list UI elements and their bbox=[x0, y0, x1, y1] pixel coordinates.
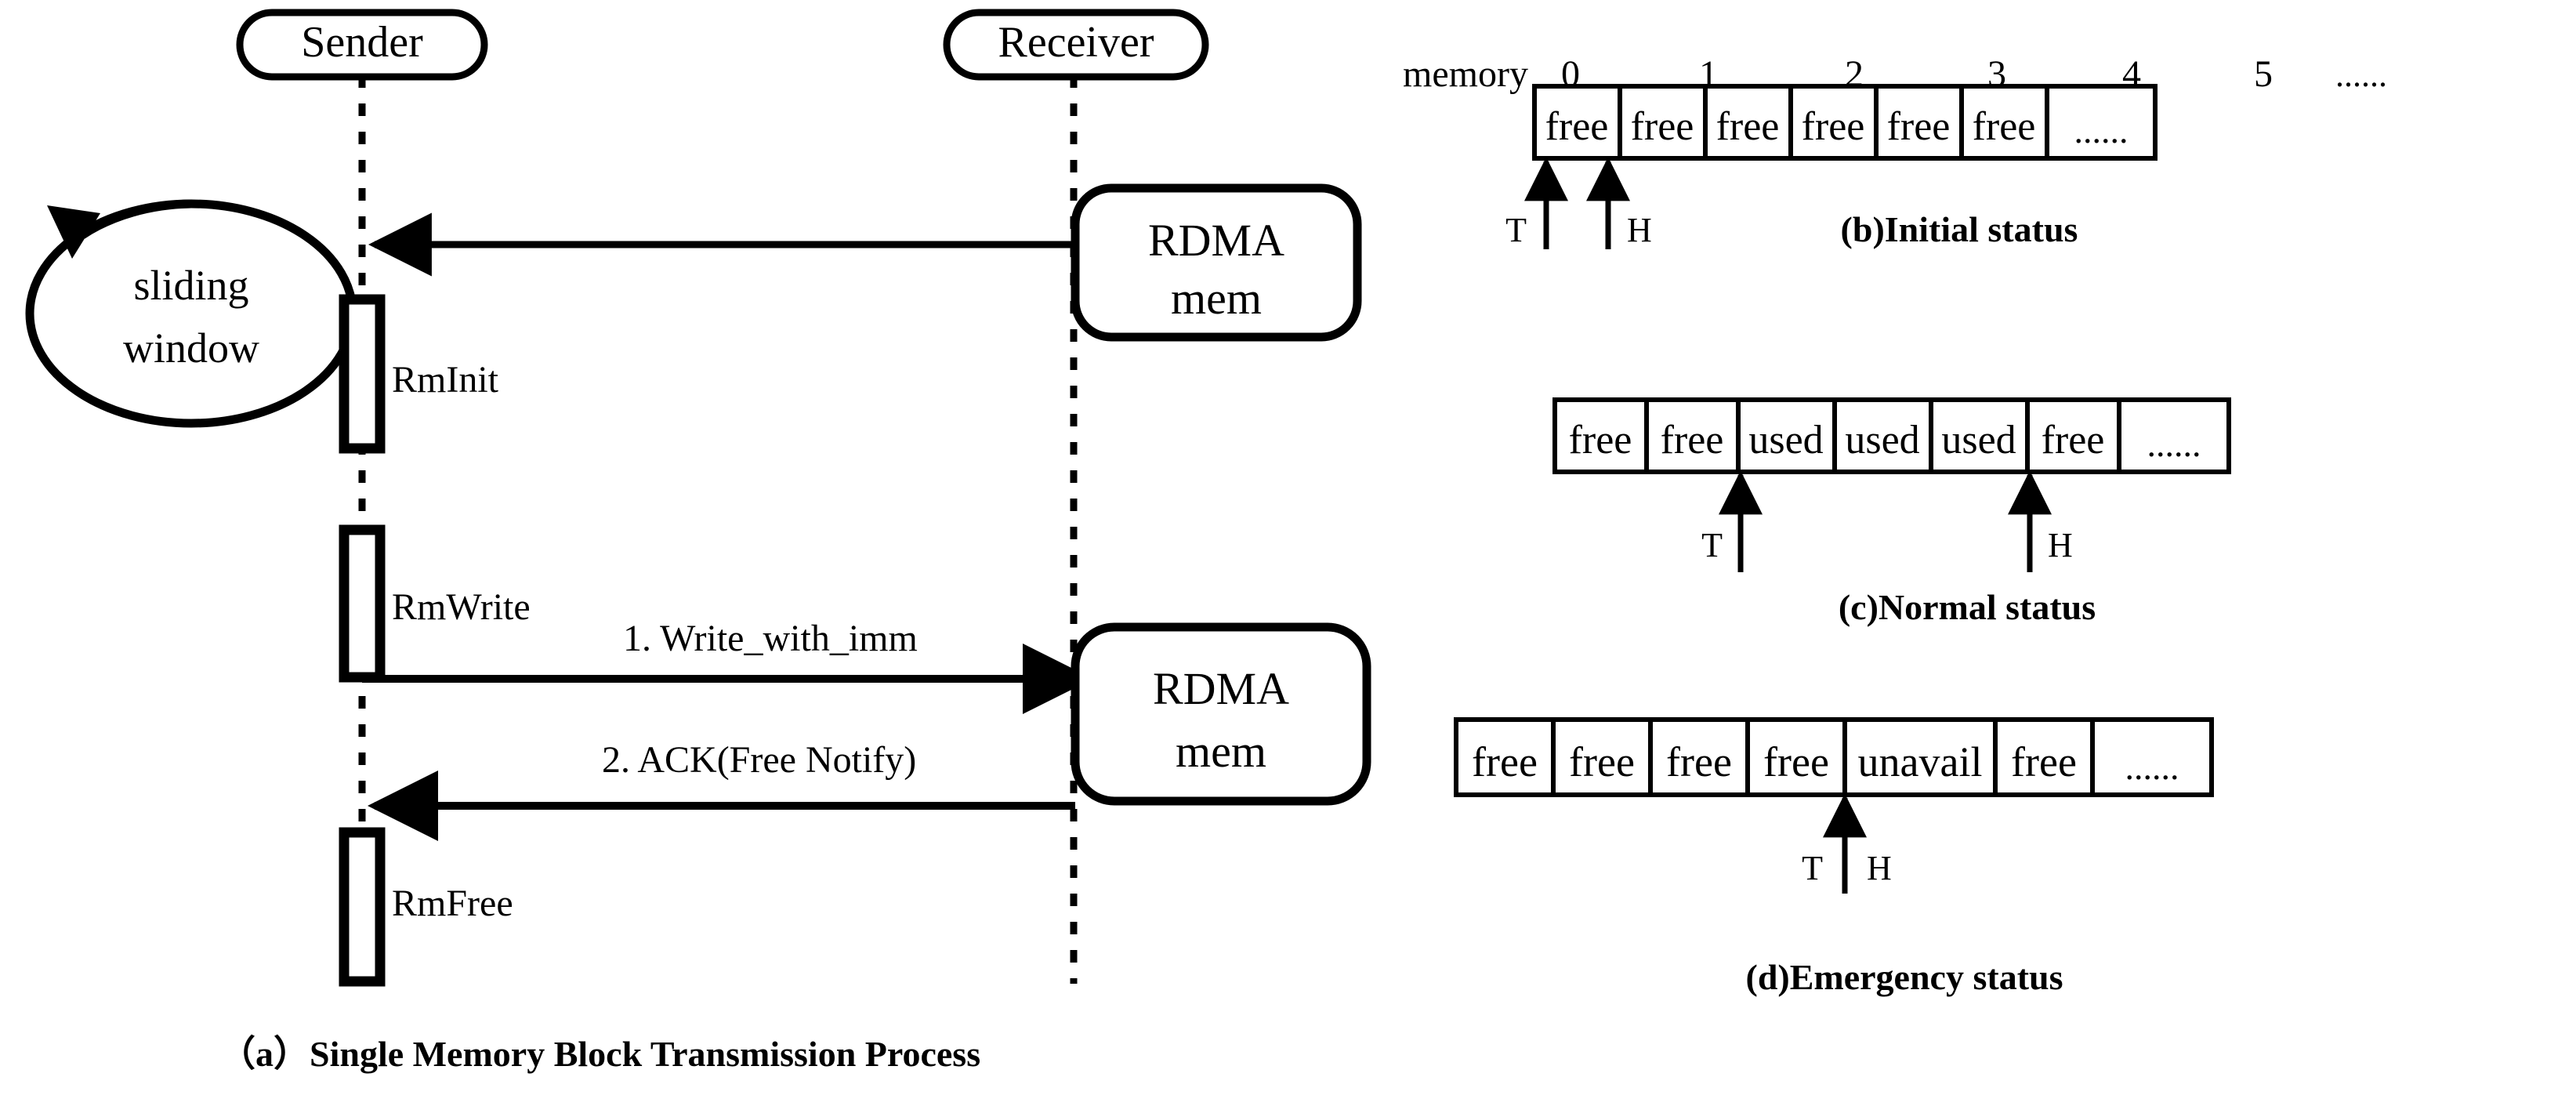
memory-cell-normal-6: ...... bbox=[2147, 424, 2201, 464]
rdma-mem-top-box: RDMA mem bbox=[1071, 183, 1362, 342]
memory-header: memory 0 1 2 3 4 5 ...... bbox=[1403, 53, 2387, 95]
sequence-diagram-panel: Sender Receiver sliding window RDMA mem bbox=[25, 9, 1371, 1074]
memory-pointer-label-initial-tail: T bbox=[1505, 211, 1527, 249]
memory-cell-emergency-3: free bbox=[1763, 738, 1829, 785]
memory-pointer-emergency: T H bbox=[1802, 793, 1892, 894]
activation-label-rminit: RmInit bbox=[392, 359, 499, 401]
activation-rmfree: RmFree bbox=[339, 827, 513, 987]
lifeline-label-sender: Sender bbox=[301, 18, 423, 67]
memory-status-panel: memory 0 1 2 3 4 5 ...... free free free bbox=[1387, 0, 2576, 1106]
memory-pointer-normal-head: H bbox=[2008, 470, 2073, 572]
memory-cell-normal-5: free bbox=[2042, 418, 2105, 462]
sliding-window-arrowhead bbox=[47, 205, 100, 259]
memory-pointer-label-initial-head: H bbox=[1627, 211, 1652, 249]
memory-pointer-label-normal-head: H bbox=[2048, 526, 2073, 564]
memory-row-initial-status: free free free free free free ...... T H… bbox=[1505, 84, 2158, 249]
message-label-ack-free-notify: 2. ACK(Free Notify) bbox=[602, 739, 916, 781]
memory-cell-normal-1: free bbox=[1661, 418, 1724, 462]
rdma-mem-top-line1: RDMA bbox=[1148, 215, 1284, 266]
caption-panel-a: （a）Single Memory Block Transmission Proc… bbox=[219, 1034, 980, 1074]
memory-cell-initial-0: free bbox=[1545, 104, 1609, 149]
memory-cells-initial: free free free free free free ...... bbox=[1532, 84, 2158, 161]
activation-label-rmwrite: RmWrite bbox=[392, 586, 531, 628]
lifeline-label-receiver: Receiver bbox=[998, 18, 1154, 67]
memory-cell-normal-0: free bbox=[1569, 418, 1632, 462]
memory-index-5: 5 bbox=[2254, 53, 2273, 95]
memory-cell-initial-6: ...... bbox=[2074, 111, 2129, 150]
memory-cell-initial-4: free bbox=[1887, 104, 1951, 149]
memory-row-emergency-status: free free free free unavail free ...... … bbox=[1454, 717, 2214, 997]
rdma-mem-top-line2: mem bbox=[1171, 273, 1262, 324]
lifeline-head-sender: Sender bbox=[236, 9, 488, 81]
memory-cell-normal-2: used bbox=[1748, 418, 1823, 462]
sequence-diagram-svg: Sender Receiver sliding window RDMA mem bbox=[25, 9, 1371, 1074]
message-label-write-with-imm: 1. Write_with_imm bbox=[623, 618, 918, 659]
activation-rmwrite: RmWrite bbox=[339, 524, 531, 683]
memory-header-label: memory bbox=[1403, 53, 1528, 95]
memory-header-ellipsis: ...... bbox=[2335, 56, 2387, 94]
memory-cells-normal: free free used used used free ...... bbox=[1552, 397, 2231, 474]
memory-cell-normal-4: used bbox=[1941, 418, 2016, 462]
caption-normal-status: (c)Normal status bbox=[1839, 587, 2096, 627]
sliding-window-label-line1: sliding bbox=[133, 262, 248, 309]
memory-status-svg: memory 0 1 2 3 4 5 ...... free free free bbox=[1403, 53, 2387, 997]
caption-initial-status: (b)Initial status bbox=[1841, 209, 2078, 249]
message-ack-free-notify: 2. ACK(Free Notify) bbox=[368, 739, 1075, 841]
memory-pointer-initial-tail: T bbox=[1505, 157, 1568, 249]
rdma-mem-bottom-box: RDMA mem bbox=[1071, 622, 1371, 806]
caption-emergency-status: (d)Emergency status bbox=[1746, 957, 2063, 997]
message-write-with-imm: 1. Write_with_imm bbox=[362, 618, 1093, 714]
memory-cells-emergency: free free free free unavail free ...... bbox=[1454, 717, 2214, 797]
memory-cell-initial-2: free bbox=[1716, 104, 1780, 149]
memory-cell-initial-3: free bbox=[1802, 104, 1865, 149]
memory-cell-normal-3: used bbox=[1845, 418, 1919, 462]
memory-cell-emergency-1: free bbox=[1569, 738, 1635, 785]
rdma-mem-bottom-line2: mem bbox=[1176, 726, 1266, 777]
memory-pointer-label-normal-tail: T bbox=[1701, 526, 1723, 564]
memory-pointer-initial-head: H bbox=[1586, 157, 1652, 249]
memory-row-normal-status: free free used used used free ...... T H… bbox=[1552, 397, 2231, 627]
memory-cell-emergency-4: unavail bbox=[1858, 738, 1983, 785]
lifeline-head-receiver: Receiver bbox=[943, 9, 1209, 81]
memory-cell-emergency-2: free bbox=[1666, 738, 1732, 785]
memory-cell-initial-5: free bbox=[1973, 104, 2036, 149]
memory-pointer-label-emergency-head: H bbox=[1867, 849, 1892, 887]
memory-pointer-normal-tail: T bbox=[1701, 470, 1763, 572]
memory-cell-initial-1: free bbox=[1631, 104, 1694, 149]
memory-cell-emergency-6: ...... bbox=[2125, 747, 2179, 787]
memory-pointer-label-emergency-tail: T bbox=[1802, 849, 1823, 887]
sliding-window-node: sliding window bbox=[25, 199, 357, 428]
activation-rminit: RmInit bbox=[339, 294, 499, 454]
activation-label-rmfree: RmFree bbox=[392, 883, 513, 924]
sliding-window-label-line2: window bbox=[123, 325, 259, 372]
memory-cell-emergency-0: free bbox=[1472, 738, 1538, 785]
rdma-mem-bottom-line1: RDMA bbox=[1153, 663, 1289, 714]
memory-cell-emergency-5: free bbox=[2011, 738, 2077, 785]
